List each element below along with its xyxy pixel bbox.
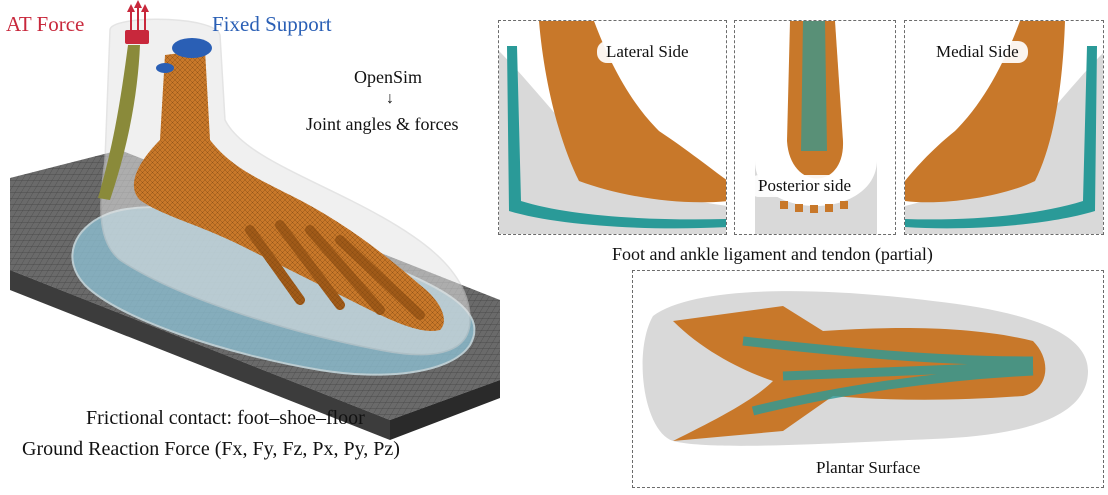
panel-plantar-surface: Plantar Surface [632, 270, 1104, 488]
posterior-side-label: Posterior side [749, 175, 860, 197]
joint-angles-label: Joint angles & forces [306, 114, 458, 135]
lateral-side-label: Lateral Side [597, 41, 698, 63]
panel-posterior-side: Posterior side [734, 20, 896, 235]
fixed-support-label: Fixed Support [212, 12, 332, 37]
opensim-label: OpenSim [354, 67, 422, 88]
panel-lateral-side: Lateral Side [498, 20, 727, 235]
plantar-view-illustration [633, 271, 1104, 488]
panel-medial-side: Medial Side [904, 20, 1104, 235]
arrow-down-icon: ↓ [386, 90, 394, 108]
medial-side-label: Medial Side [927, 41, 1028, 63]
posterior-view-illustration [735, 21, 896, 235]
plantar-surface-label: Plantar Surface [807, 457, 929, 479]
ground-reaction-force-label: Ground Reaction Force (Fx, Fy, Fz, Px, P… [22, 438, 400, 461]
ligament-caption: Foot and ankle ligament and tendon (part… [612, 244, 933, 265]
frictional-contact-label: Frictional contact: foot–shoe–floor [86, 407, 365, 430]
at-force-label: AT Force [6, 12, 84, 37]
